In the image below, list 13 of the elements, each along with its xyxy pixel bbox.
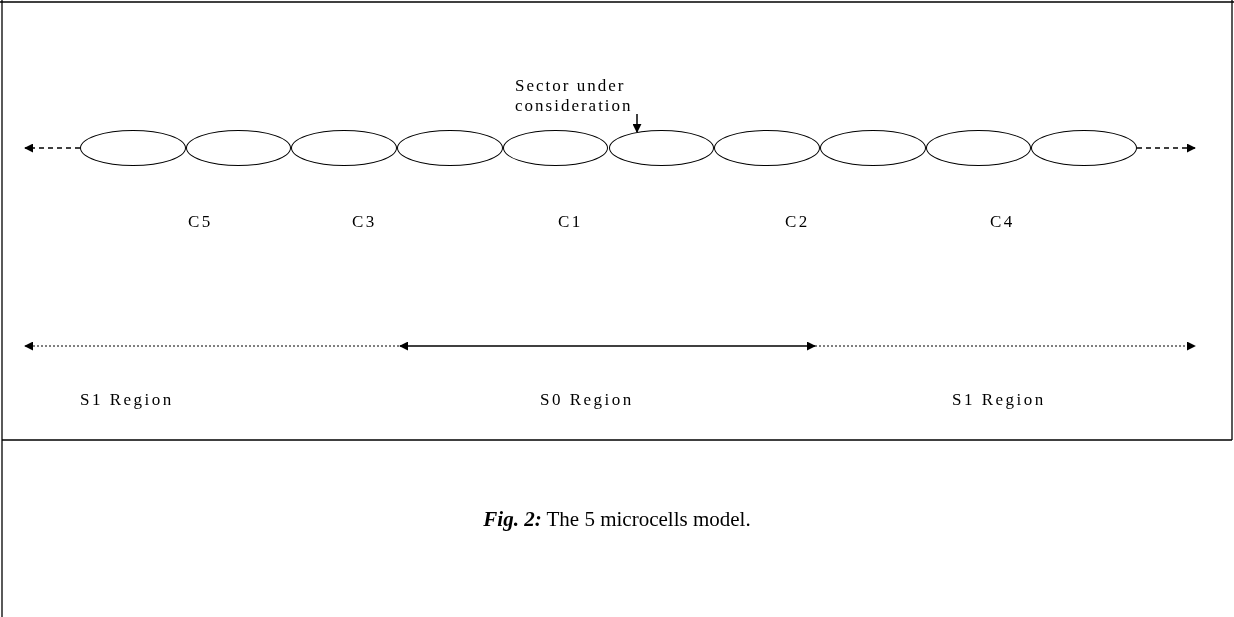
dashed-arrow (1136, 143, 1196, 153)
region-label: S0 Region (540, 390, 634, 410)
arrow (632, 113, 642, 133)
cell-label: C5 (188, 212, 213, 232)
sector-label: Sector under consideration (515, 76, 665, 116)
cell-label: C1 (558, 212, 583, 232)
cell-label: C3 (352, 212, 377, 232)
region-label: S1 Region (80, 390, 174, 410)
figure-caption: Fig. 2: The 5 microcells model. (482, 507, 752, 532)
cell-label: C2 (785, 212, 810, 232)
region-label: S1 Region (952, 390, 1046, 410)
dashed-arrow (24, 143, 81, 153)
cell-label: C4 (990, 212, 1015, 232)
